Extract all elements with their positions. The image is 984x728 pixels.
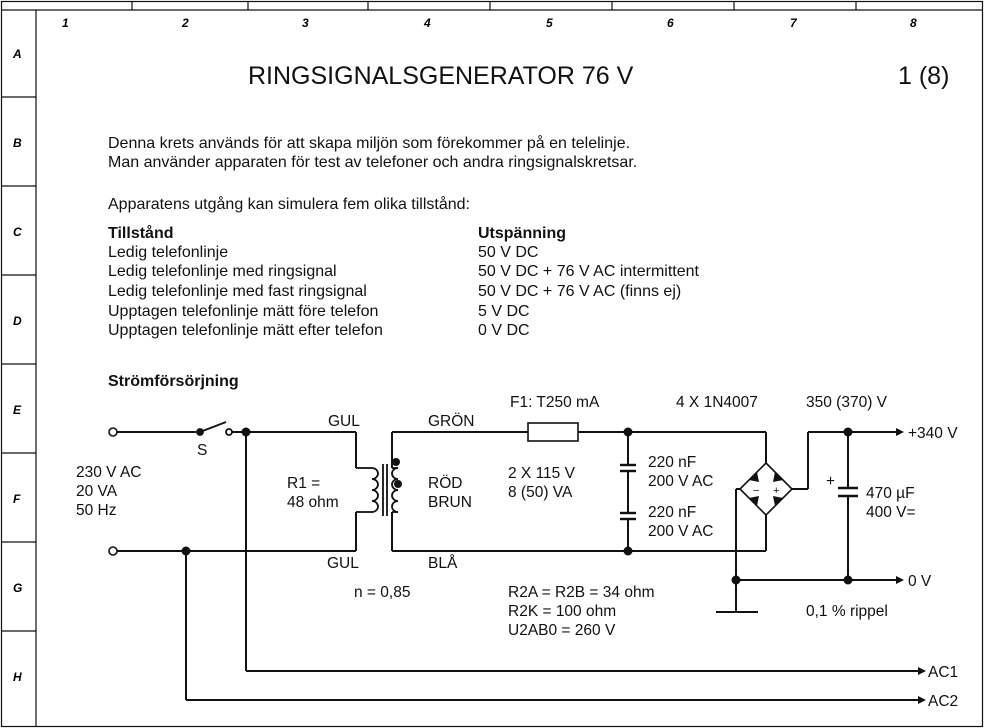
- wire-label-gul-top: GUL: [328, 413, 360, 430]
- state-name: Ledig telefonlinje med ringsignal: [108, 263, 337, 280]
- transformer-dots: [392, 458, 402, 488]
- r2a-r2b-label: R2A = R2B = 34 ohm: [508, 584, 654, 601]
- row-label: B: [13, 136, 22, 150]
- wire-label-brun: BRUN: [428, 494, 472, 511]
- r1-value: 48 ohm: [287, 494, 339, 511]
- input-power: 20 VA: [76, 483, 118, 500]
- schematic-labels: S GUL GRÖN RÖD BRUN GUL BLÅ R1 = 48 ohm …: [76, 394, 958, 710]
- page-title: RINGSIGNALSGENERATOR 76 V: [248, 62, 634, 90]
- wire-label-bla: BLÅ: [428, 555, 458, 572]
- bridge-rectifier-symbol: − +: [738, 461, 794, 517]
- states-header-voltage: Utspänning: [478, 225, 566, 242]
- junction-dots: [181, 427, 853, 585]
- col-label: 8: [910, 16, 917, 30]
- fuse-label: F1: T250 mA: [510, 394, 600, 411]
- r2k-label: R2K = 100 ohm: [508, 603, 616, 620]
- col-label: 5: [546, 16, 553, 30]
- row-label: C: [13, 225, 22, 239]
- state-voltage: 50 V DC: [478, 244, 539, 261]
- elcap-rating: 400 V=: [866, 504, 916, 521]
- wire-label-gron: GRÖN: [428, 412, 475, 430]
- secondary-power: 8 (50) VA: [508, 484, 573, 501]
- intro-line-1: Denna krets används för att skapa miljön…: [108, 135, 631, 152]
- svg-text:+: +: [773, 485, 779, 497]
- wire-label-rod: RÖD: [428, 474, 462, 492]
- page-number: 1 (8): [898, 62, 950, 90]
- intro-line-3: Apparatens utgång kan simulera fem olika…: [108, 196, 470, 213]
- col-label: 6: [667, 16, 674, 30]
- elcap-plus-sign: +: [826, 473, 835, 490]
- terminals: [108, 427, 118, 556]
- switch-label: S: [197, 442, 207, 459]
- output-zero-label: 0 V: [908, 573, 932, 590]
- u2ab0-label: U2AB0 = 260 V: [508, 622, 616, 639]
- ripple-label: 0,1 % rippel: [806, 603, 888, 620]
- col-label: 7: [790, 16, 798, 30]
- elcap-value: 470 µF: [866, 485, 915, 502]
- ratio-label: n = 0,85: [354, 584, 410, 601]
- row-label: G: [13, 581, 22, 595]
- state-name: Upptagen telefonlinje mätt före telefon: [108, 303, 379, 320]
- frame-labels: 1 2 3 4 5 6 7 8 A B C D E F G H: [12, 16, 917, 684]
- col-label: 4: [423, 16, 431, 30]
- row-label: E: [13, 403, 22, 417]
- r1-label: R1 =: [287, 475, 320, 492]
- output-plus-label: +340 V: [908, 425, 958, 442]
- transformer-symbol: [356, 464, 399, 516]
- row-label: D: [13, 314, 22, 328]
- state-voltage: 0 V DC: [478, 322, 530, 339]
- fuse-symbol: [527, 422, 579, 442]
- wire-label-gul-bottom: GUL: [327, 555, 359, 572]
- ac2-label: AC2: [928, 693, 958, 710]
- capacitor-symbols: [620, 463, 636, 521]
- switch-symbol: [196, 421, 233, 436]
- section-title: Strömförsörjning: [108, 373, 239, 390]
- row-label: F: [13, 492, 21, 506]
- ac1-label: AC1: [928, 664, 958, 681]
- cap2-rating: 200 V AC: [648, 523, 714, 540]
- circuit-wires: [117, 431, 918, 701]
- cap1-rating: 200 V AC: [648, 473, 714, 490]
- cap2-value: 220 nF: [648, 504, 696, 521]
- col-label: 1: [62, 16, 69, 30]
- electrolytic-capacitor-symbol: [838, 486, 858, 498]
- col-label: 2: [181, 16, 189, 30]
- col-label: 3: [302, 16, 309, 30]
- secondary-voltage: 2 X 115 V: [508, 465, 576, 482]
- input-voltage: 230 V AC: [76, 464, 142, 481]
- output-arrows: [896, 428, 926, 704]
- state-voltage: 50 V DC + 76 V AC (finns ej): [478, 283, 682, 300]
- row-label: A: [12, 47, 22, 61]
- state-name: Ledig telefonlinje med fast ringsignal: [108, 283, 367, 300]
- state-name: Ledig telefonlinje: [108, 244, 229, 261]
- svg-text:−: −: [753, 485, 759, 497]
- state-voltage: 5 V DC: [478, 303, 530, 320]
- state-voltage: 50 V DC + 76 V AC intermittent: [478, 263, 699, 280]
- state-name: Upptagen telefonlinje mätt efter telefon: [108, 322, 383, 339]
- states-header-state: Tillstånd: [108, 225, 174, 242]
- input-frequency: 50 Hz: [76, 502, 117, 519]
- dc-voltage-label: 350 (370) V: [806, 394, 888, 411]
- bridge-label: 4 X 1N4007: [676, 394, 758, 411]
- row-label: H: [13, 670, 22, 684]
- cap1-value: 220 nF: [648, 454, 696, 471]
- input-terminal-bottom: [108, 546, 118, 556]
- input-terminal-top: [108, 427, 118, 437]
- intro-line-2: Man använder apparaten för test av telef…: [108, 154, 638, 171]
